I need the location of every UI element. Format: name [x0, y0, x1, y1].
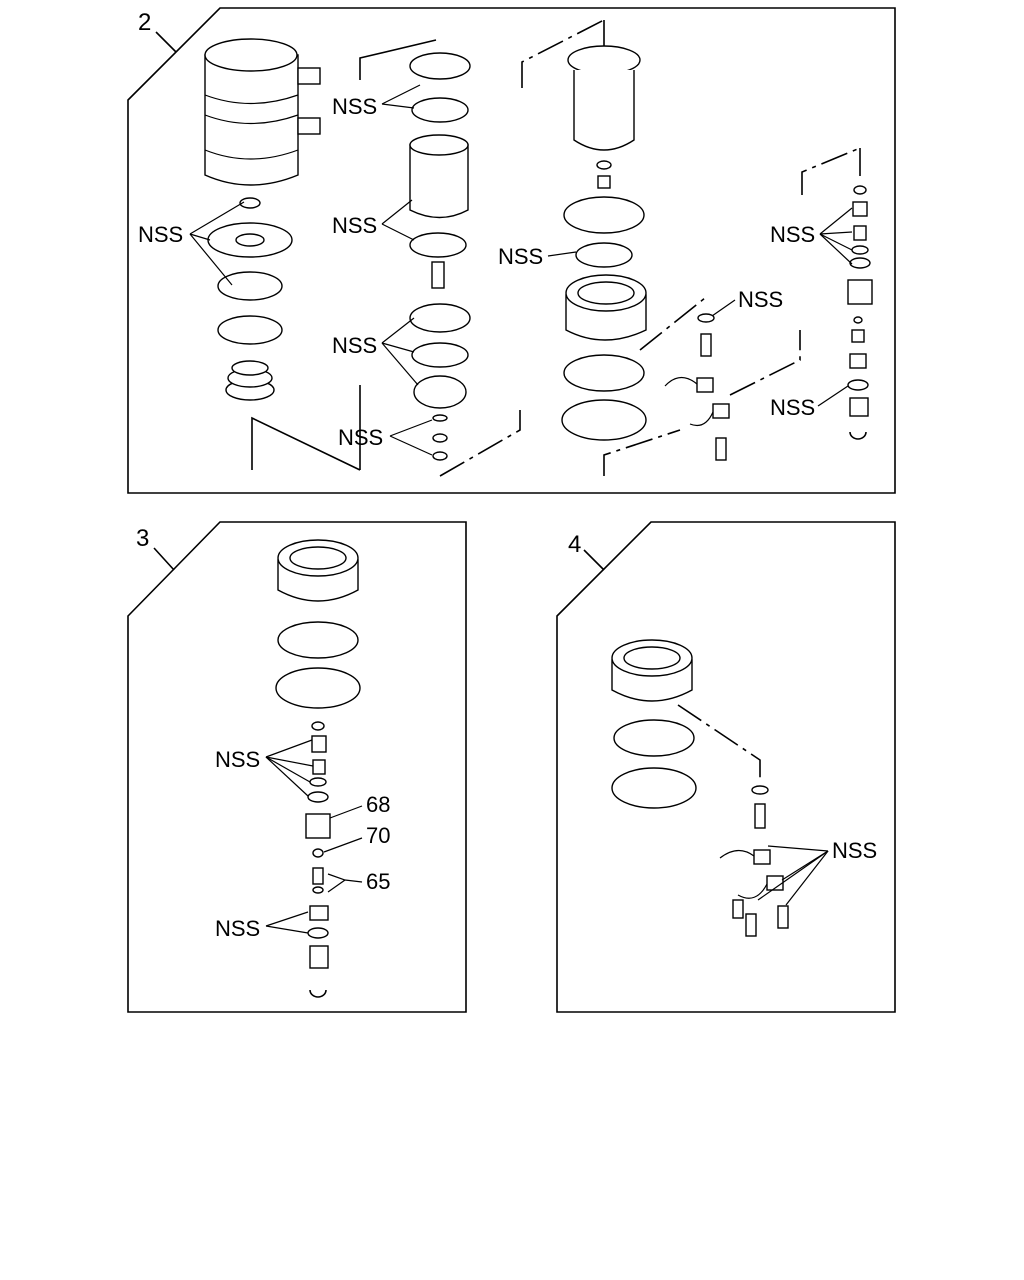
- pin-70: [312, 848, 324, 858]
- stem: [851, 329, 865, 343]
- o-ring-2: [561, 399, 647, 441]
- valve-housing: [277, 539, 359, 602]
- insert: [309, 905, 329, 921]
- o-ring: [851, 245, 869, 255]
- panel-3: 3 NSS 68 70 65 NSS: [127, 521, 467, 1013]
- small-ring: [311, 721, 325, 731]
- perforated-disc-2: [409, 303, 471, 333]
- valve-body: [413, 375, 467, 409]
- valve-seat-68: [305, 813, 331, 839]
- plug: [311, 735, 327, 753]
- nss-label: NSS: [215, 916, 260, 941]
- switch-body: [753, 849, 771, 865]
- gasket-ring: [217, 271, 283, 301]
- o-ring-3: [847, 379, 869, 391]
- label-65: 65: [366, 869, 390, 894]
- seal-ring: [217, 315, 283, 345]
- insert: [849, 353, 867, 369]
- nss-label: NSS: [332, 94, 377, 119]
- nut: [597, 175, 611, 189]
- washer: [239, 197, 261, 209]
- small-washer: [432, 433, 448, 443]
- washer: [751, 785, 769, 795]
- bolt: [700, 333, 712, 357]
- o-ring: [277, 621, 359, 659]
- washer-65: [312, 886, 324, 894]
- panel-2-number: 2: [138, 9, 151, 36]
- nss-label: NSS: [215, 747, 260, 772]
- screw-2: [745, 913, 757, 937]
- nut: [432, 451, 448, 461]
- washer: [596, 160, 612, 170]
- bellows: [225, 360, 275, 401]
- valve-seat: [847, 279, 873, 305]
- nss-label: NSS: [770, 222, 815, 247]
- nss-label: NSS: [832, 838, 877, 863]
- label-68: 68: [366, 792, 390, 817]
- cover-disc: [409, 232, 467, 258]
- connector: [712, 403, 730, 419]
- nss-label: NSS: [338, 425, 383, 450]
- panel-3-number: 3: [136, 525, 149, 552]
- o-ring: [563, 354, 645, 392]
- valve-housing: [565, 274, 647, 341]
- nss-label: NSS: [138, 222, 183, 247]
- screw: [732, 899, 744, 919]
- pin: [853, 316, 863, 324]
- screw: [715, 437, 727, 461]
- spring: [853, 225, 867, 241]
- flange-gasket: [563, 196, 645, 234]
- snap-ring: [849, 431, 867, 440]
- label-70: 70: [366, 823, 390, 848]
- snap-ring: [309, 989, 327, 998]
- panel-4-number: 4: [568, 531, 581, 558]
- nss-label: NSS: [738, 287, 783, 312]
- valve-housing: [611, 639, 693, 702]
- o-ring-2: [849, 257, 871, 269]
- nss-label: NSS: [770, 395, 815, 420]
- cup: [567, 45, 641, 151]
- o-ring-2: [611, 767, 697, 809]
- panel-3-frame: [127, 521, 467, 1013]
- end-cap: [849, 397, 869, 417]
- bolt: [754, 803, 766, 829]
- panel-2: 2 NSS: [127, 7, 896, 494]
- seal: [575, 242, 633, 268]
- stem-65: [312, 867, 324, 885]
- gasket: [411, 97, 469, 123]
- o-ring-3: [309, 777, 327, 787]
- bolt: [431, 261, 445, 289]
- air-cleaner-housing: [204, 38, 321, 186]
- panel-2-frame: [127, 7, 896, 494]
- o-ring: [613, 719, 695, 757]
- switch-body: [696, 377, 714, 393]
- gasket-2: [411, 342, 469, 368]
- panel-4-frame: [556, 521, 896, 1013]
- nss-label: NSS: [332, 213, 377, 238]
- end-cap: [309, 945, 329, 969]
- o-ring-2: [275, 667, 361, 709]
- panel-4: 4 NSS: [556, 521, 896, 1013]
- plug: [852, 201, 868, 217]
- nss-label: NSS: [498, 244, 543, 269]
- o-ring-4: [307, 791, 329, 803]
- perforated-disc: [409, 52, 471, 80]
- small-ring: [853, 185, 867, 195]
- filter-element: [409, 134, 469, 219]
- nss-label: NSS: [332, 333, 377, 358]
- washer: [697, 313, 715, 323]
- screw-3: [777, 905, 789, 929]
- small-ring: [432, 414, 448, 422]
- o-ring-5: [307, 927, 329, 939]
- spring: [312, 759, 326, 775]
